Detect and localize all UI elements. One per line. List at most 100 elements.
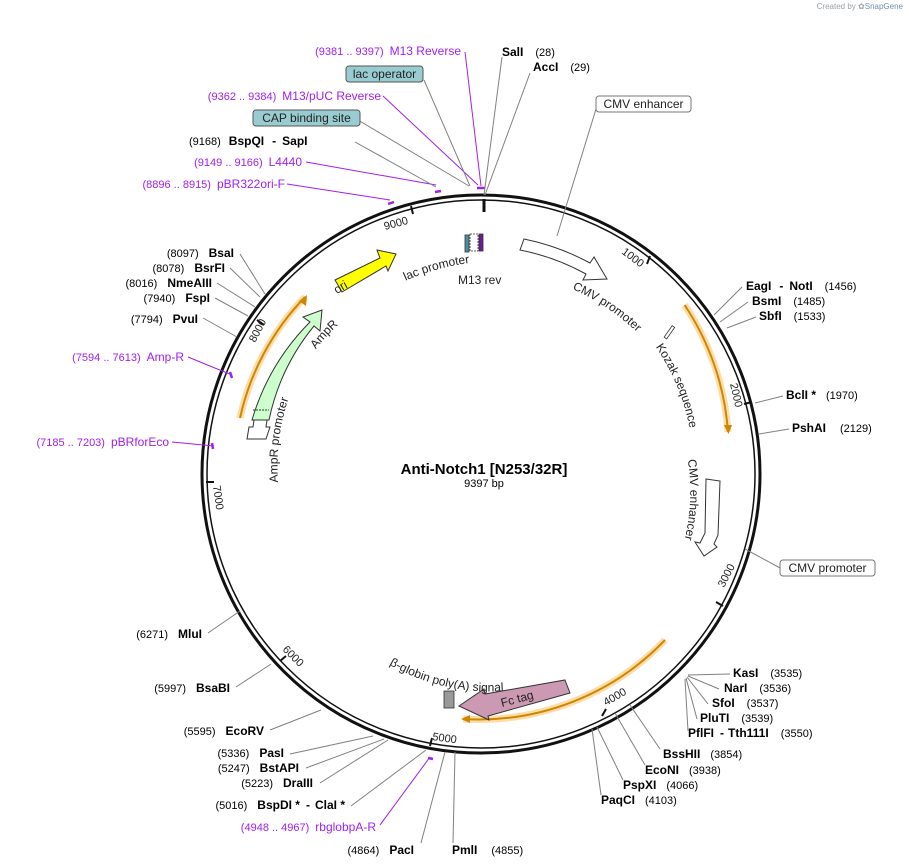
enzyme-pasi: (5336) PasI xyxy=(218,746,284,760)
primer-rbglobpa-r: (4948 .. 4967)rbglobpA-R xyxy=(241,820,377,834)
tick-mark-4000 xyxy=(601,708,607,717)
enzyme-sbfi: SbfI(1533) xyxy=(759,309,825,323)
enzyme-pvui-pos: (7794) xyxy=(131,314,163,326)
enzyme-pmli: PmlI(4855) xyxy=(452,843,523,857)
leader-l4440 xyxy=(305,161,437,186)
tick-label-7000: 7000 xyxy=(210,485,225,511)
enzyme-kasi: KasI(3535) xyxy=(733,666,802,680)
leader-cmv-promoter-box xyxy=(744,548,783,570)
leader-m13-reverse xyxy=(464,51,482,187)
enzyme-bspdi-pos: (5016) xyxy=(216,800,248,812)
enzyme-bcli-name: BclI * xyxy=(786,388,816,402)
primer-rbglobpa-r-range: (4948 .. 4967) xyxy=(241,822,310,834)
enzyme-econi-pos: (3938) xyxy=(689,765,721,777)
leader-pspxi xyxy=(596,726,624,781)
enzyme-mlui-name: MluI xyxy=(178,627,202,641)
enzyme-econi: EcoNI(3938) xyxy=(645,763,721,777)
enzyme-sfoi-name: SfoI xyxy=(712,696,735,710)
cmv-promoter-box-label: CMV promoter xyxy=(788,561,866,575)
kozak-label: Kozak sequence xyxy=(653,341,700,429)
cmv-promoter-arrow xyxy=(519,238,608,281)
enzyme-fspi-pos: (7940) xyxy=(144,293,176,305)
enzyme-bspqi: (9168)BspQI-SapI xyxy=(189,134,307,148)
leader-lac-operator xyxy=(423,79,471,187)
enzyme-mlui: (6271)MluI xyxy=(136,627,202,641)
leader-nmeaiii xyxy=(216,282,256,308)
enzyme-draiii-name: DraIII xyxy=(283,776,313,790)
primer-m13-reverse-range: (9381 .. 9397) xyxy=(315,46,384,58)
leader-sali xyxy=(483,56,503,196)
enzyme-nari-name: NarI xyxy=(724,681,747,695)
plasmid-name: Anti-Notch1 [N253/32R] xyxy=(401,461,568,478)
enzyme-bsrfi: (8078)BsrFI xyxy=(153,261,225,275)
backbone-outer xyxy=(200,193,762,755)
enzyme-eagi-sep: - xyxy=(779,279,783,293)
cmv-promoter-box xyxy=(779,559,876,577)
orf-arrowhead-right xyxy=(724,425,732,434)
primer-l4440: (9149 .. 9166) L4440 xyxy=(194,155,302,169)
primer-m13-reverse: (9381 .. 9397)M13 Reverse xyxy=(315,44,461,58)
primer-leaders xyxy=(171,51,482,826)
enzyme-bsrfi-pos: (8078) xyxy=(153,263,185,275)
enzyme-kasi-name: KasI xyxy=(733,666,758,680)
primer-pbr322ori-f: (8896 .. 8915)pBR322ori-F xyxy=(142,177,285,191)
enzyme-bstapi: (5247) BstAPI xyxy=(218,761,299,775)
tick-label-1000: 1000 xyxy=(619,246,646,270)
kozak-block xyxy=(663,325,676,340)
svg-text:CMV enhancer: CMV enhancer xyxy=(682,458,702,542)
enzyme-bcli-pos: (1970) xyxy=(826,390,858,402)
enzyme-bsshii: BssHII(3854) xyxy=(663,747,742,761)
enzyme-bspqi-pos: (9168) xyxy=(189,136,221,148)
leader-paci xyxy=(420,751,446,844)
enzyme-ecorv-name: EcoRV xyxy=(226,724,264,738)
beta-globin-label: β-globin poly(A) signal xyxy=(388,655,504,694)
primer-amp-r-range: (7594 .. 7613) xyxy=(72,352,141,364)
leader-pluti xyxy=(685,677,698,720)
ampr-arrow xyxy=(251,309,323,421)
mark-l4440 xyxy=(434,189,442,194)
leader-bsai xyxy=(239,253,266,295)
backbone-inner xyxy=(206,199,756,749)
leader-bsshii xyxy=(629,704,661,750)
lac-operator-block xyxy=(464,234,470,253)
enzyme-pspxi-name: PspXI xyxy=(623,778,656,792)
orf-arrowhead-bottom xyxy=(461,715,470,723)
enzyme-bsabi: (5997)BsaBI xyxy=(154,681,230,695)
cap-site-box-label: CAP binding site xyxy=(262,111,351,125)
leader-bsabi xyxy=(235,663,272,688)
enzyme-pvui: (7794)PvuI xyxy=(131,312,198,326)
enzyme-bsai-name: BsaI xyxy=(209,246,234,260)
leader-paqci xyxy=(591,728,602,796)
mark-pbr322ori-f xyxy=(387,200,395,206)
svg-text:β-globin poly(A) signal: β-globin poly(A) signal xyxy=(388,655,504,694)
snapgene-logo-icon: ✿ xyxy=(858,2,865,11)
primer-pbrforeco-name: pBRforEco xyxy=(111,435,169,449)
primer-pbr322ori-f-range: (8896 .. 8915) xyxy=(142,179,211,191)
leader-cmv-enhancer-box xyxy=(556,108,597,237)
enzyme-pasi-name: PasI xyxy=(259,746,284,760)
tick-mark-3000 xyxy=(715,601,724,607)
cap-site-block xyxy=(469,233,479,252)
enzyme-pasi-pos: (5336) xyxy=(218,748,250,760)
primer-l4440-range: (9149 .. 9166) xyxy=(194,157,263,169)
enzyme-bcli: BclI * (1970) xyxy=(786,388,858,402)
enzyme-bspdi: (5016)BspDI *-ClaI * xyxy=(216,798,346,812)
leader-pbrforeco xyxy=(171,441,215,447)
primer-l4440-name: L4440 xyxy=(269,155,303,169)
enzyme-bstapi-pos: (5247) xyxy=(218,763,250,775)
leader-nari xyxy=(687,675,720,690)
svg-text:CMV promoter: CMV promoter xyxy=(571,279,645,334)
enzyme-pluti: PluTI(3539) xyxy=(700,711,773,725)
enzyme-sbfi-pos: (1533) xyxy=(794,311,826,323)
mark-amp-r xyxy=(228,371,234,379)
orf-arc-left-line xyxy=(239,296,306,419)
enzyme-bstapi-name: BstAPI xyxy=(260,761,299,775)
leader-bstapi xyxy=(305,738,385,769)
enzyme-paqci-pos: (4103) xyxy=(645,795,677,807)
enzyme-eagi-name: EagI xyxy=(746,279,771,293)
leader-bspdi xyxy=(350,749,427,807)
enzyme-bspqi-name: BspQI xyxy=(229,134,264,148)
enzyme-paci-pos: (4864) xyxy=(348,845,380,857)
enzyme-pflfi-name: PflFI xyxy=(688,726,714,740)
enzyme-leaders xyxy=(202,56,790,844)
